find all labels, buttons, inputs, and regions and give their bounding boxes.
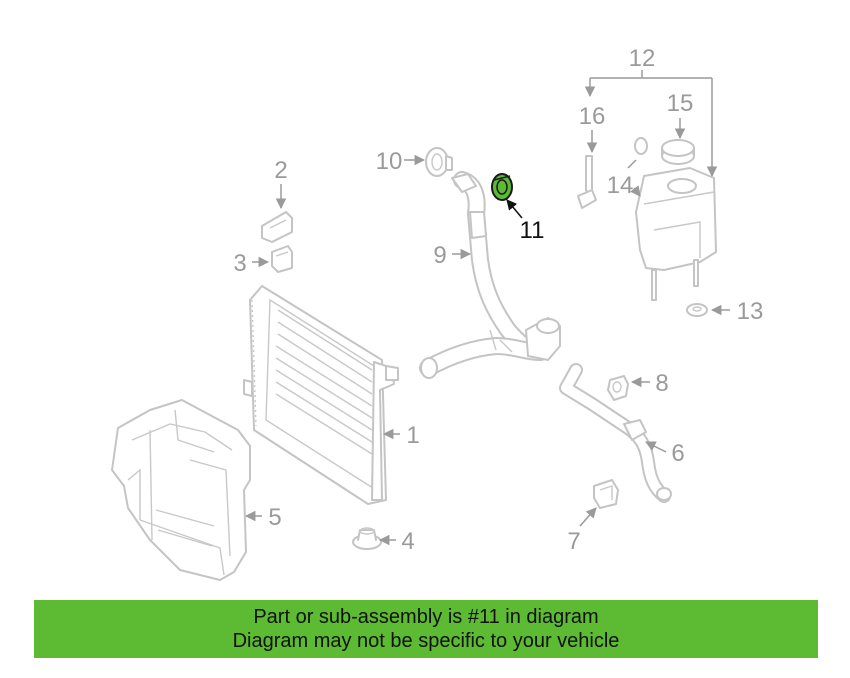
parts-diagram: 2 3 1 4 5 9 10 11 12 16 15 14 13 8 6 7 <box>111 45 764 581</box>
clip-part-8 <box>607 375 629 401</box>
clip-part-7 <box>593 479 619 509</box>
callout-7: 7 <box>567 528 580 555</box>
leader-11 <box>506 199 523 219</box>
callout-3: 3 <box>233 250 246 277</box>
hose-clamp-part <box>425 147 453 177</box>
sensor-part <box>577 155 597 209</box>
leader-14 <box>630 185 641 197</box>
leader-6 <box>645 441 667 453</box>
callout-12: 12 <box>629 45 656 72</box>
banner-line-2: Diagram may not be specific to your vehi… <box>232 630 620 652</box>
radiator-part <box>243 285 399 505</box>
info-banner: Part or sub-assembly is #11 in diagram D… <box>34 600 818 658</box>
callout-10: 10 <box>376 148 403 175</box>
callout-11: 11 <box>520 217 545 244</box>
mount-part <box>271 245 293 273</box>
reservoir-grommet-part <box>634 137 648 155</box>
callout-1: 1 <box>406 422 419 449</box>
grommet-part <box>352 527 382 550</box>
callout-16: 16 <box>579 103 606 130</box>
upper-hose-part <box>419 171 561 379</box>
callout-4: 4 <box>401 528 414 555</box>
callout-9: 9 <box>433 242 446 269</box>
callout-8: 8 <box>655 370 668 397</box>
leader-grommet <box>627 159 637 169</box>
leader-7 <box>579 507 597 527</box>
fan-shroud-part <box>111 399 251 581</box>
lower-hose-part <box>559 363 672 503</box>
callout-2: 2 <box>274 157 287 184</box>
callout-5: 5 <box>268 504 281 531</box>
bracket-part <box>261 211 293 243</box>
callout-13: 13 <box>737 298 764 325</box>
banner-line-1: Part or sub-assembly is #11 in diagram <box>253 606 599 628</box>
reservoir-cap-part <box>661 139 695 165</box>
callout-6: 6 <box>671 440 684 467</box>
highlighted-part-11 <box>491 173 513 201</box>
callout-15: 15 <box>667 90 694 117</box>
washer-part <box>686 303 708 317</box>
coolant-reservoir-part <box>635 167 717 301</box>
callout-14: 14 <box>607 172 634 199</box>
